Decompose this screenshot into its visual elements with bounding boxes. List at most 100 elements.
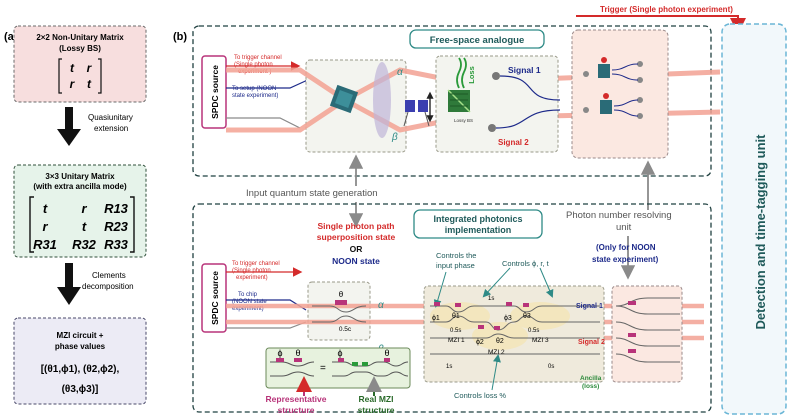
loss-wave-icon [456,57,462,89]
loss-label: Loss [467,66,476,84]
signal2-bottom: Signal 2 [578,339,605,346]
bt-trigger-1: To trigger channel [232,261,280,267]
to-trigger-text-1: To trigger channel [234,55,282,61]
legend-eq: = [320,363,326,374]
fiber-coupler-2 [488,124,496,132]
legend-phi-1: ϕ [277,348,282,358]
real-mzi-label-1: Real MZI [359,394,394,404]
pnr-label-1: Photon number resolving [566,210,672,221]
u22: t [82,219,87,234]
u32: R32 [72,237,97,252]
theta3: θ3 [523,313,531,320]
noon-note-1: (Only for NOON [596,243,656,252]
bt-trigger-2: (Single photon [232,268,271,274]
clements-arrow: Clements decomposition [57,263,134,305]
input-bs-waveguides [312,305,367,323]
mzi3-highlight [510,302,570,330]
controls-input-2: input phase [436,261,475,270]
integrated-title-1: Integrated photonics [433,214,522,224]
matrix-t22: t [87,77,92,91]
output-region-bottom [611,285,683,383]
matrix-r12: r [87,61,93,75]
alpha-top: α [397,67,403,78]
box2-subtitle: (with extra ancilla mode) [33,182,127,191]
to-trigger-text-2: (Single photon [234,62,273,68]
half-s-3: 0.5s [528,328,539,334]
legend-theta-1: θ [295,348,300,358]
beta-top: β [391,132,398,143]
matrix-r21: r [70,77,76,91]
quasiunitary-label: Quasiunitary [88,113,133,122]
representative-label-1: Representative [266,394,327,404]
u33: R33 [104,237,129,252]
spdc-label-top: SPDC source [210,65,220,119]
box3-subtitle: phase values [55,342,106,351]
pnr-components-top [583,57,643,119]
to-chip-3: experiment) [232,306,264,312]
box2-title: 3×3 Unitary Matrix [45,172,115,181]
phi3: ϕ3 [504,315,512,322]
state-label-1: Single photon path [318,221,395,231]
state-label-noon: NOON state [332,256,380,266]
u13: R13 [104,201,129,216]
lossy-bs-label: Lossy BS [454,118,473,123]
ancilla-2: (loss) [582,383,599,390]
spdc-source-top: SPDC source [201,55,227,129]
trigger-label: Trigger (Single photon experiment) [600,5,733,14]
phase-values-line2: (θ3,ϕ3)] [62,384,99,395]
one-s-top: 1s [488,296,494,302]
output-waveguides [615,297,680,363]
integrated-title-2: implementation [445,225,512,235]
extension-label: extension [94,124,128,133]
delay-stage [403,91,434,127]
integrated-title: Integrated photonics implementation [413,209,543,239]
output-heaters [628,301,636,353]
u31: R31 [33,237,57,252]
state-label-2: superposition state [317,232,396,242]
spdc-label-bottom: SPDC source [210,271,220,325]
u11: t [43,201,48,216]
decomposition-label: decomposition [82,282,134,291]
mzi-labels: ϕ1 θ1 ϕ3 θ3 ϕ2 θ2 0.5s 0.5s MZI 1 MZI 2 … [432,296,554,370]
u23: R23 [104,219,129,234]
input-state-generation-label: Input quantum state generation [246,188,378,199]
real-mzi-label-2: structure [358,405,395,415]
u12: r [81,201,87,216]
interference-lobe [373,62,391,138]
input-bs-region [307,281,371,341]
to-setup-text-2: state experiment) [232,93,278,99]
matrix-t11: t [70,61,75,75]
detection-unit: Detection and time-tagging unit [721,23,787,415]
box3-title: MZI circuit + [57,331,104,340]
one-s-bottom: 1s [446,364,452,370]
free-space-title: Free-space analogue [409,29,545,49]
alpha-bottom: α [378,300,384,311]
lossy-bs-matrix-box: 2×2 Non-Unitary Matrix (Lossy BS) t r r … [13,25,147,103]
state-label-or: OR [350,244,363,254]
detection-label: Detection and time-tagging unit [753,134,768,330]
spdc-source-bottom: SPDC source [201,263,227,333]
theta1: θ1 [452,313,460,320]
half-s-1: 0.5s [450,328,461,334]
to-setup-text-1: To setup (NOON [232,86,276,92]
box1-title: 2×2 Non-Unitary Matrix [36,33,124,42]
phase-values-line1: [(θ1,ϕ1), (θ2,ϕ2), [41,364,120,375]
free-space-frame [192,25,712,177]
to-setup-arrow-top [226,77,313,89]
integrated-frame [192,203,712,413]
signal1-top: Signal 1 [508,65,541,75]
signal2-top: Signal 2 [498,138,529,147]
clements-label: Clements [92,271,126,280]
quasiunitary-arrow: Quasiunitary extension [57,107,133,146]
mzi3-label: MZI 3 [532,337,549,344]
mzi-heaters [434,302,529,330]
mzi1-label: MZI 1 [448,337,465,344]
input-theta: θ [339,290,344,299]
controls-input-1: Controls the [436,251,476,260]
legend-theta-2: θ [384,348,389,358]
bt-trigger-3: experiment) [236,275,268,281]
gray-arrow-top [226,117,301,129]
mzi2-label: MZI 2 [488,349,505,356]
box1-subtitle: (Lossy BS) [59,44,101,53]
